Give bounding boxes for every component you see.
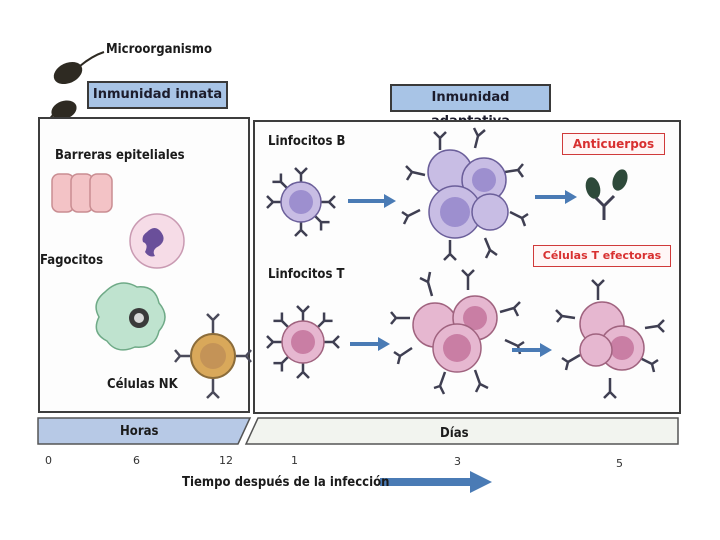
b-lymphocytes-label: Linfocitos B <box>268 134 346 149</box>
antibody-icon <box>585 169 628 220</box>
days-label: Días <box>440 426 469 441</box>
arrow-right-icon <box>512 343 552 357</box>
arrow-right-icon <box>535 190 577 204</box>
hour-tick: 12 <box>219 454 233 467</box>
effector-t-cells-icon <box>555 279 665 399</box>
day-tick: 1 <box>291 454 298 467</box>
nk-cells-label: Células NK <box>107 377 178 392</box>
phagocytes-label: Fagocitos <box>40 253 104 268</box>
time-arrow-icon <box>380 471 492 493</box>
b-lymphocyte-icon <box>265 166 337 238</box>
day-tick: 5 <box>616 457 623 470</box>
b-cell-clones-icon <box>401 127 529 261</box>
effector-t-cells-label: Células T efectoras <box>533 245 671 267</box>
epithelial-barriers-label: Barreras epiteliales <box>55 148 185 163</box>
arrow-right-icon <box>348 194 396 208</box>
hour-tick: 0 <box>45 454 52 467</box>
time-caption: Tiempo después de la infección <box>182 475 390 490</box>
t-lymphocyte-icon <box>265 304 341 380</box>
nk-cell-icon <box>174 313 252 399</box>
hour-tick: 6 <box>133 454 140 467</box>
timeline-bar <box>37 417 679 445</box>
day-tick: 3 <box>454 455 461 468</box>
hours-label: Horas <box>120 424 159 439</box>
antibodies-label: Anticuerpos <box>562 133 665 155</box>
microorganism-label: Microorganismo <box>106 42 212 57</box>
macrophage-icon <box>95 282 166 351</box>
t-cell-clones-icon <box>390 269 525 395</box>
arrow-right-icon <box>350 337 390 351</box>
t-lymphocytes-label: Linfocitos T <box>268 267 345 282</box>
epithelial-cells-icon <box>51 173 113 213</box>
neutrophil-icon <box>129 213 185 269</box>
innate-immunity-header: Inmunidad innata <box>87 81 228 109</box>
